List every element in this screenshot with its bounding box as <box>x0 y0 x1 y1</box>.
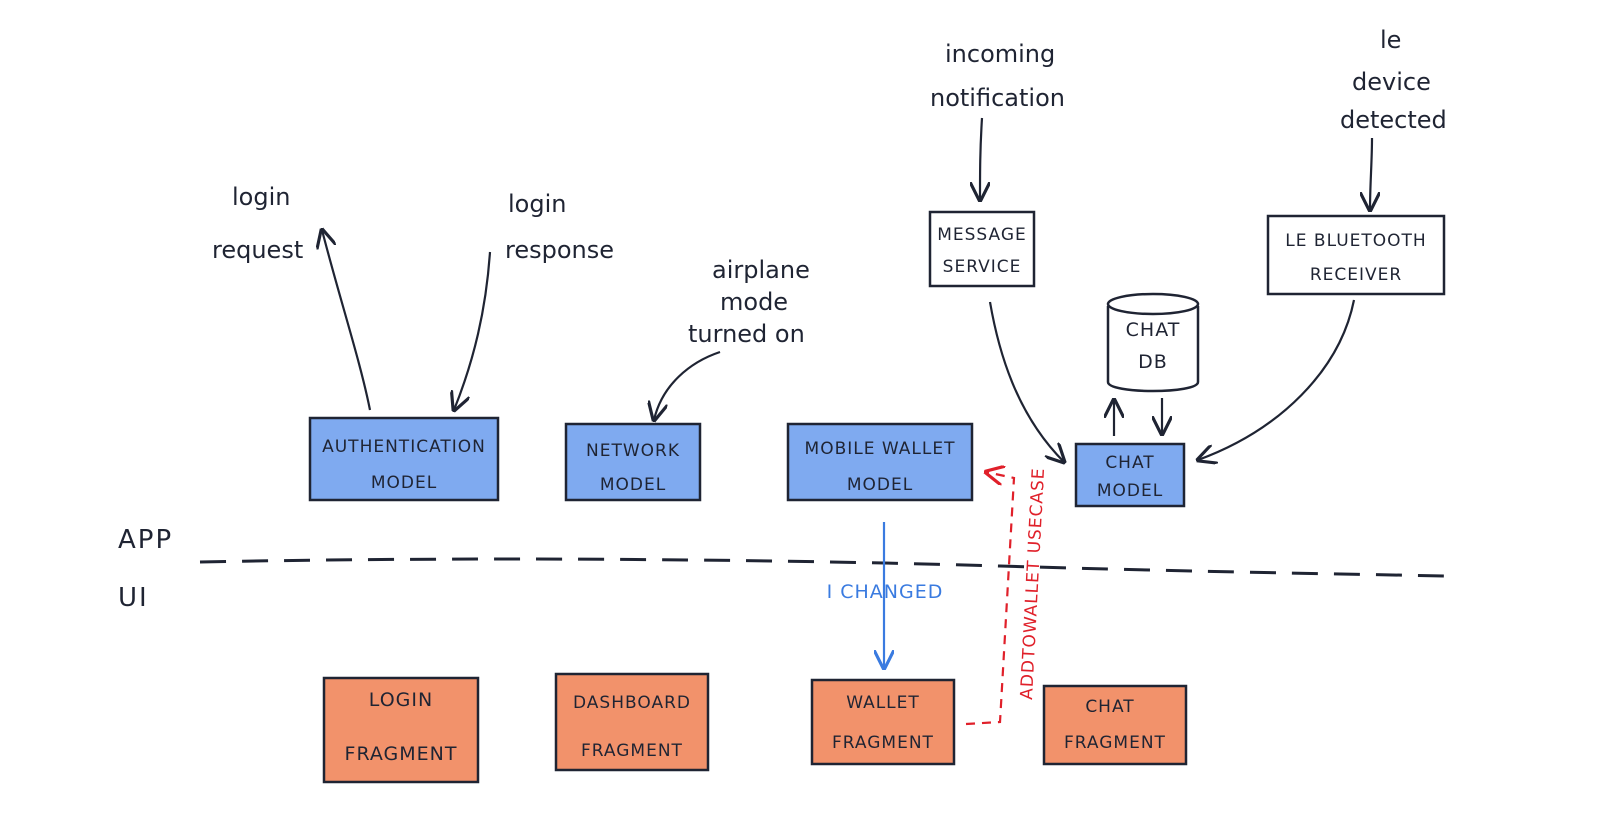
svg-text:DB: DB <box>1138 351 1168 373</box>
svg-text:FRAGMENT: FRAGMENT <box>345 743 458 765</box>
svg-text:FRAGMENT: FRAGMENT <box>1064 733 1166 753</box>
svg-text:FRAGMENT: FRAGMENT <box>832 733 934 753</box>
svg-text:WALLET: WALLET <box>846 693 920 713</box>
airplane-mode-label: airplane mode turned on <box>688 256 810 348</box>
authentication-model-box: AUTHENTICATION MODEL <box>308 416 500 502</box>
svg-text:LE BLUETOOTH: LE BLUETOOTH <box>1285 231 1426 251</box>
svg-text:MOBILE WALLET: MOBILE WALLET <box>805 439 956 459</box>
svg-text:login: login <box>232 183 290 211</box>
chat-model-box: CHAT MODEL <box>1074 442 1186 508</box>
login-response-label: login response <box>505 190 614 264</box>
ui-layer-label: UI <box>118 583 149 613</box>
login-fragment-box: LOGIN FRAGMENT <box>322 676 480 784</box>
svg-text:AUTHENTICATION: AUTHENTICATION <box>322 437 486 457</box>
le-device-arrow <box>1370 137 1372 210</box>
svg-text:MODEL: MODEL <box>1097 481 1163 501</box>
svg-text:detected: detected <box>1340 106 1447 134</box>
airplane-mode-arrow <box>654 350 721 420</box>
svg-text:response: response <box>505 236 614 264</box>
incoming-notification-label: incoming notification <box>930 40 1065 112</box>
le-device-detected-label: le device detected <box>1340 26 1447 134</box>
login-request-label: login request <box>212 183 303 264</box>
svg-text:MODEL: MODEL <box>371 473 437 493</box>
network-model-box: NETWORK MODEL <box>564 422 702 502</box>
svg-text:FRAGMENT: FRAGMENT <box>581 741 683 761</box>
message-service-box: MESSAGE SERVICE <box>928 210 1036 288</box>
svg-text:CHAT: CHAT <box>1085 697 1134 717</box>
svg-text:CHAT: CHAT <box>1105 453 1154 473</box>
svg-text:MESSAGE: MESSAGE <box>937 225 1027 245</box>
svg-text:RECEIVER: RECEIVER <box>1310 265 1402 285</box>
dashboard-fragment-box: DASHBOARD FRAGMENT <box>554 672 710 772</box>
svg-text:MODEL: MODEL <box>600 475 666 495</box>
layer-divider <box>199 557 1446 578</box>
mobile-wallet-model-box: MOBILE WALLET MODEL <box>786 422 974 502</box>
svg-text:CHAT: CHAT <box>1126 319 1181 341</box>
svg-text:le: le <box>1380 26 1401 54</box>
svg-text:device: device <box>1352 68 1431 96</box>
chat-db-cylinder: CHAT DB <box>1106 292 1200 393</box>
svg-text:airplane: airplane <box>712 256 810 284</box>
add-to-wallet-usecase-arrow <box>965 472 1016 726</box>
svg-text:NETWORK: NETWORK <box>586 441 680 461</box>
wallet-fragment-box: WALLET FRAGMENT <box>810 678 956 766</box>
svg-text:DASHBOARD: DASHBOARD <box>573 693 691 713</box>
svg-text:MODEL: MODEL <box>847 475 913 495</box>
svg-text:request: request <box>212 236 303 264</box>
add-to-wallet-usecase-label: ADDTOWALLET USECASE <box>1017 467 1049 700</box>
svg-text:LOGIN: LOGIN <box>369 689 433 711</box>
le-bluetooth-receiver-box: LE BLUETOOTH RECEIVER <box>1266 214 1446 296</box>
svg-text:notification: notification <box>930 84 1065 112</box>
svg-text:incoming: incoming <box>945 40 1055 68</box>
chat-fragment-box: CHAT FRAGMENT <box>1042 684 1188 766</box>
bluetooth-to-chat-model-arrow <box>1198 299 1356 460</box>
svg-text:login: login <box>508 190 566 218</box>
notification-arrow <box>980 117 982 200</box>
svg-text:turned on: turned on <box>688 320 805 348</box>
svg-text:SERVICE: SERVICE <box>943 257 1022 277</box>
login-request-arrow <box>322 230 372 411</box>
message-service-to-chat-model-arrow <box>988 301 1064 462</box>
svg-text:mode: mode <box>720 288 788 316</box>
changed-label: I CHANGED <box>827 581 944 603</box>
login-response-arrow <box>454 251 492 410</box>
app-layer-label: APP <box>118 525 173 555</box>
